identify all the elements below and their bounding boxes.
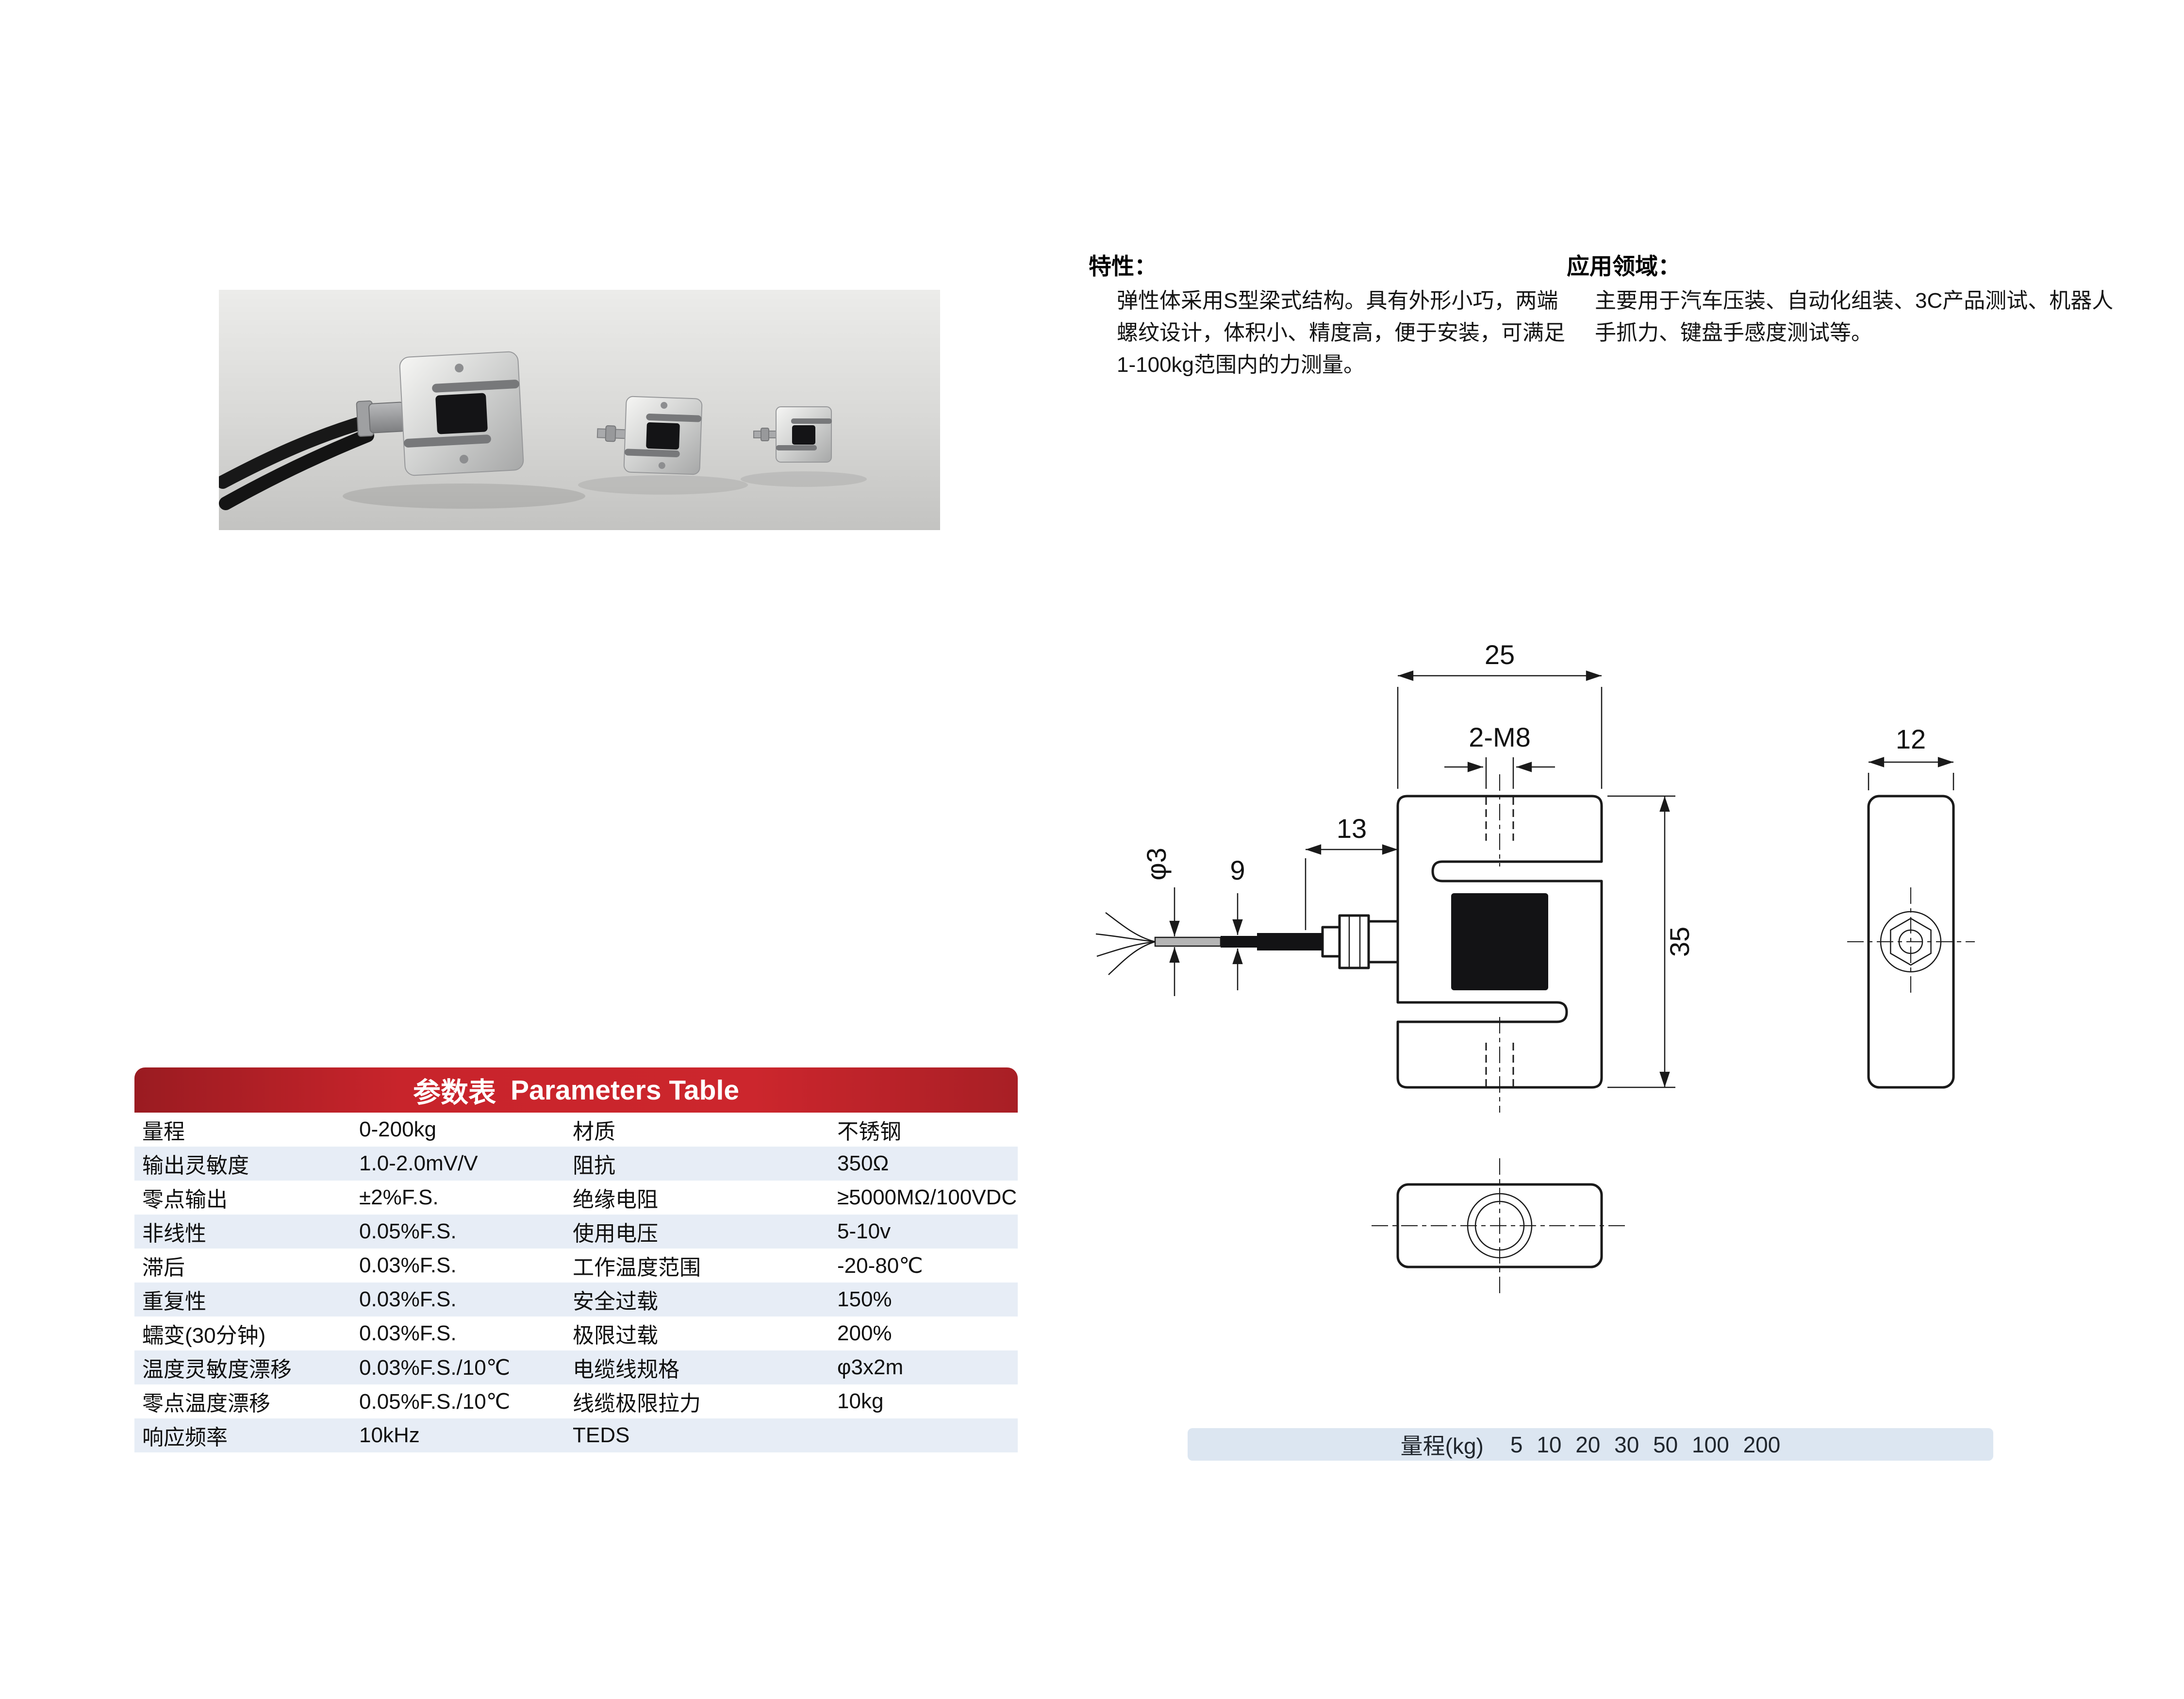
applications-section: 应用领域： 主要用于汽车压装、自动化组装、3C产品测试、机器人手抓力、键盘手感度…	[1567, 248, 2120, 349]
param-value: 0.03%F.S./10℃	[359, 1355, 511, 1380]
range-bar: 量程(kg) 5 10 20 30 50 100 200	[1188, 1428, 1993, 1461]
param-value: 0.05%F.S.	[359, 1219, 457, 1243]
table-row: 响应频率 10kHz TEDS	[134, 1418, 1018, 1452]
dim-side-width-label: 12	[1896, 724, 1926, 754]
dim-nine-label: 9	[1230, 855, 1245, 885]
param-value: ±2%F.S.	[359, 1185, 439, 1209]
table-row: 重复性 0.03%F.S. 安全过载 150%	[134, 1283, 1018, 1316]
param-name: 电缆线规格	[573, 1358, 679, 1382]
parameters-table-title-zh: 参数表	[413, 1077, 496, 1108]
param-name: TEDS	[573, 1423, 630, 1447]
table-row: 温度灵敏度漂移 0.03%F.S./10℃ 电缆线规格 φ3x2m	[134, 1350, 1018, 1384]
dim-cable-dia-label: φ3	[1141, 848, 1172, 880]
param-name: 阻抗	[573, 1154, 615, 1178]
param-value: 10kHz	[359, 1423, 420, 1447]
cable	[219, 429, 374, 510]
features-body: 弹性体采用S型梁式结构。具有外形小巧，两端螺纹设计，体积小、精度高，便于安装，可…	[1117, 289, 1565, 377]
param-value: 0.03%F.S.	[359, 1321, 457, 1345]
param-value: 10kg	[837, 1389, 884, 1413]
applications-title: 应用领域：	[1567, 253, 1681, 279]
param-name: 蠕变(30分钟)	[142, 1324, 266, 1348]
table-row: 蠕变(30分钟) 0.03%F.S. 极限过载 200%	[134, 1316, 1018, 1350]
load-cell-small	[753, 406, 832, 463]
param-value: φ3x2m	[837, 1355, 904, 1379]
param-value: 150%	[837, 1287, 892, 1311]
dim-width-label: 25	[1485, 639, 1515, 670]
dim-height-label: 35	[1664, 927, 1695, 957]
param-name: 工作温度范围	[573, 1256, 701, 1280]
param-value: -20-80℃	[837, 1253, 923, 1278]
gland-step	[1321, 926, 1341, 958]
dim-thirteen-label: 13	[1337, 813, 1367, 844]
cable	[216, 415, 371, 489]
wire	[1096, 941, 1156, 957]
product-photo-image	[216, 290, 940, 530]
parameters-table-header: 参数表 Parameters Table	[134, 1067, 1018, 1113]
param-name: 温度灵敏度漂移	[142, 1358, 292, 1382]
parameters-table: 参数表 Parameters Table 量程 0-200kg 材质 不锈钢 输…	[134, 1067, 1018, 1452]
param-name: 安全过载	[573, 1290, 658, 1314]
parameters-table-rows: 量程 0-200kg 材质 不锈钢 输出灵敏度 1.0-2.0mV/V 阻抗 3…	[134, 1113, 1018, 1452]
param-value: ≥5000MΩ/100VDC	[837, 1185, 1017, 1209]
param-name: 线缆极限拉力	[573, 1392, 701, 1416]
technical-drawing: 25 2-M8 35 13 9 φ3	[1029, 621, 2048, 1349]
product-photo	[216, 290, 940, 530]
param-value: 200%	[837, 1321, 892, 1345]
load-cell-medium	[596, 396, 703, 475]
param-name: 输出灵敏度	[142, 1154, 249, 1178]
param-name: 非线性	[142, 1222, 206, 1246]
param-name: 零点温度漂移	[142, 1392, 270, 1416]
param-name: 响应频率	[142, 1426, 228, 1449]
table-row: 非线性 0.05%F.S. 使用电压 5-10v	[134, 1215, 1018, 1249]
param-name: 绝缘电阻	[573, 1188, 658, 1212]
thread-label: 2-M8	[1469, 722, 1531, 752]
table-row: 零点温度漂移 0.05%F.S./10℃ 线缆极限拉力 10kg	[134, 1384, 1018, 1418]
load-cell-large	[356, 351, 524, 476]
param-value: 0.05%F.S./10℃	[359, 1389, 511, 1414]
param-name: 量程	[142, 1120, 185, 1144]
param-value: 不锈钢	[837, 1120, 901, 1144]
param-name: 重复性	[142, 1290, 206, 1314]
cable	[1221, 936, 1257, 948]
wire	[1108, 941, 1156, 975]
param-value: 0.03%F.S.	[359, 1287, 457, 1311]
param-name: 材质	[573, 1120, 615, 1144]
features-title: 特性：	[1089, 253, 1157, 279]
wire	[1095, 933, 1156, 943]
gauge-cover	[1451, 893, 1548, 990]
table-row: 滞后 0.03%F.S. 工作温度范围 -20-80℃	[134, 1249, 1018, 1283]
table-row: 量程 0-200kg 材质 不锈钢	[134, 1113, 1018, 1147]
param-value: 1.0-2.0mV/V	[359, 1151, 478, 1175]
param-name: 滞后	[142, 1256, 185, 1280]
cable-ferrule	[1154, 936, 1222, 947]
wire	[1105, 912, 1156, 943]
features-section: 特性： 弹性体采用S型梁式结构。具有外形小巧，两端螺纹设计，体积小、精度高，便于…	[1089, 248, 1569, 381]
param-value: 350Ω	[837, 1151, 889, 1175]
range-bar-label: 量程(kg)	[1400, 1433, 1484, 1459]
gland-nut	[1338, 914, 1370, 969]
technical-drawing-svg: 25 2-M8 35 13 9 φ3	[1095, 639, 1975, 1295]
range-bar-values: 5 10 20 30 50 100 200	[1510, 1432, 1781, 1457]
table-row: 输出灵敏度 1.0-2.0mV/V 阻抗 350Ω	[134, 1147, 1018, 1181]
table-row: 零点输出 ±2%F.S. 绝缘电阻 ≥5000MΩ/100VDC	[134, 1181, 1018, 1215]
param-value: 0-200kg	[359, 1117, 437, 1141]
param-value: 0.03%F.S.	[359, 1253, 457, 1277]
cable-boot	[1257, 933, 1323, 950]
parameters-table-title-en: Parameters Table	[510, 1074, 740, 1106]
applications-body: 主要用于汽车压装、自动化组装、3C产品测试、机器人手抓力、键盘手感度测试等。	[1595, 289, 2114, 345]
gland-body	[1367, 920, 1399, 964]
param-name: 使用电压	[573, 1222, 658, 1246]
param-name: 零点输出	[142, 1188, 228, 1212]
param-value: 5-10v	[837, 1219, 891, 1243]
param-name: 极限过载	[573, 1324, 658, 1348]
